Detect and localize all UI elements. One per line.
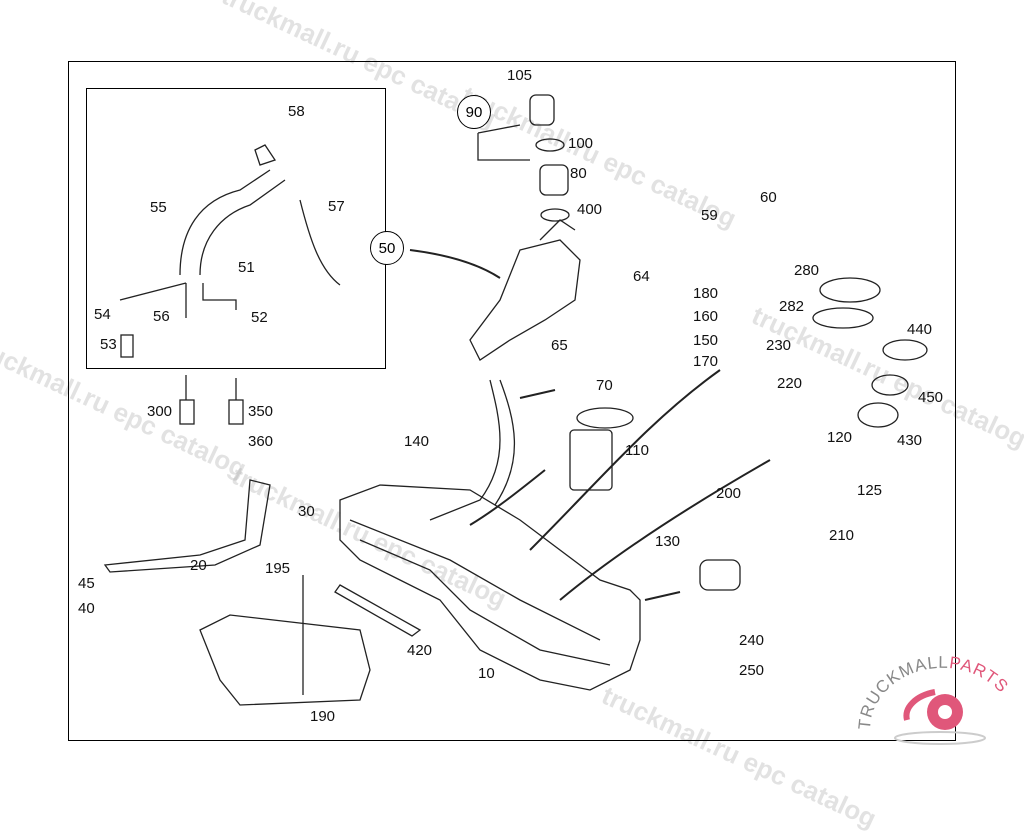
part-label-58[interactable]: 58 <box>288 103 305 120</box>
part-label-40[interactable]: 40 <box>78 600 95 617</box>
part-label-200[interactable]: 200 <box>716 485 742 502</box>
part-label-55[interactable]: 55 <box>150 199 167 216</box>
part-label-53[interactable]: 53 <box>100 336 117 353</box>
fuel-filter-130 <box>699 559 741 591</box>
part-label-110[interactable]: 110 <box>625 442 649 459</box>
part-label-280[interactable]: 280 <box>794 262 820 279</box>
part-label-52[interactable]: 52 <box>251 309 268 326</box>
part-label-10[interactable]: 10 <box>478 665 495 682</box>
fuel-tank-10 <box>339 484 641 691</box>
part-label-420[interactable]: 420 <box>407 642 433 659</box>
part-label-64[interactable]: 64 <box>633 268 650 285</box>
part-label-20[interactable]: 20 <box>190 557 207 574</box>
part-label-150[interactable]: 150 <box>693 332 719 349</box>
callout-90: 90 <box>457 95 491 129</box>
truckmallparts-logo: TRUCKMALLPARTS <box>855 650 1024 750</box>
part-label-195[interactable]: 195 <box>265 560 291 577</box>
part-label-140[interactable]: 140 <box>404 433 430 450</box>
part-label-60[interactable]: 60 <box>760 189 777 206</box>
filler-neck-inset <box>86 88 386 369</box>
part-label-59[interactable]: 59 <box>701 207 718 224</box>
part-label-51[interactable]: 51 <box>238 259 255 276</box>
part-label-180[interactable]: 180 <box>693 285 719 302</box>
part-label-105[interactable]: 105 <box>507 67 533 84</box>
part-label-400[interactable]: 400 <box>577 201 603 218</box>
part-label-45[interactable]: 45 <box>78 575 95 592</box>
part-label-430[interactable]: 430 <box>897 432 923 449</box>
part-label-170[interactable]: 170 <box>693 353 719 370</box>
filler-neck <box>469 239 581 361</box>
part-label-300[interactable]: 300 <box>147 403 173 420</box>
part-label-70[interactable]: 70 <box>596 377 613 394</box>
part-label-57[interactable]: 57 <box>328 198 345 215</box>
part-label-230[interactable]: 230 <box>766 337 792 354</box>
fuel-pump-110 <box>569 429 613 491</box>
part-label-125[interactable]: 125 <box>857 482 883 499</box>
part-label-120[interactable]: 120 <box>827 429 853 446</box>
strap-20 <box>103 479 271 573</box>
diagram-frame <box>68 61 956 741</box>
part-label-220[interactable]: 220 <box>777 375 803 392</box>
part-label-440[interactable]: 440 <box>907 321 933 338</box>
part-label-250[interactable]: 250 <box>739 662 765 679</box>
callout-50: 50 <box>370 231 404 265</box>
part-label-65[interactable]: 65 <box>551 337 568 354</box>
part-label-54[interactable]: 54 <box>94 306 111 323</box>
part-label-190[interactable]: 190 <box>310 708 336 725</box>
part-label-350[interactable]: 350 <box>248 403 274 420</box>
part-label-130[interactable]: 130 <box>655 533 681 550</box>
part-label-450[interactable]: 450 <box>918 389 944 406</box>
part-label-210[interactable]: 210 <box>829 527 855 544</box>
part-label-240[interactable]: 240 <box>739 632 765 649</box>
part-label-80[interactable]: 80 <box>570 165 587 182</box>
part-label-30[interactable]: 30 <box>298 503 315 520</box>
part-label-100[interactable]: 100 <box>568 135 594 152</box>
part-label-56[interactable]: 56 <box>153 308 170 325</box>
parts-drawing <box>103 94 928 706</box>
part-label-360[interactable]: 360 <box>248 433 274 450</box>
pin-300 <box>179 399 195 425</box>
pin-350 <box>228 399 244 425</box>
shield-190 <box>199 614 371 706</box>
part-label-282[interactable]: 282 <box>779 298 805 315</box>
part-label-160[interactable]: 160 <box>693 308 719 325</box>
